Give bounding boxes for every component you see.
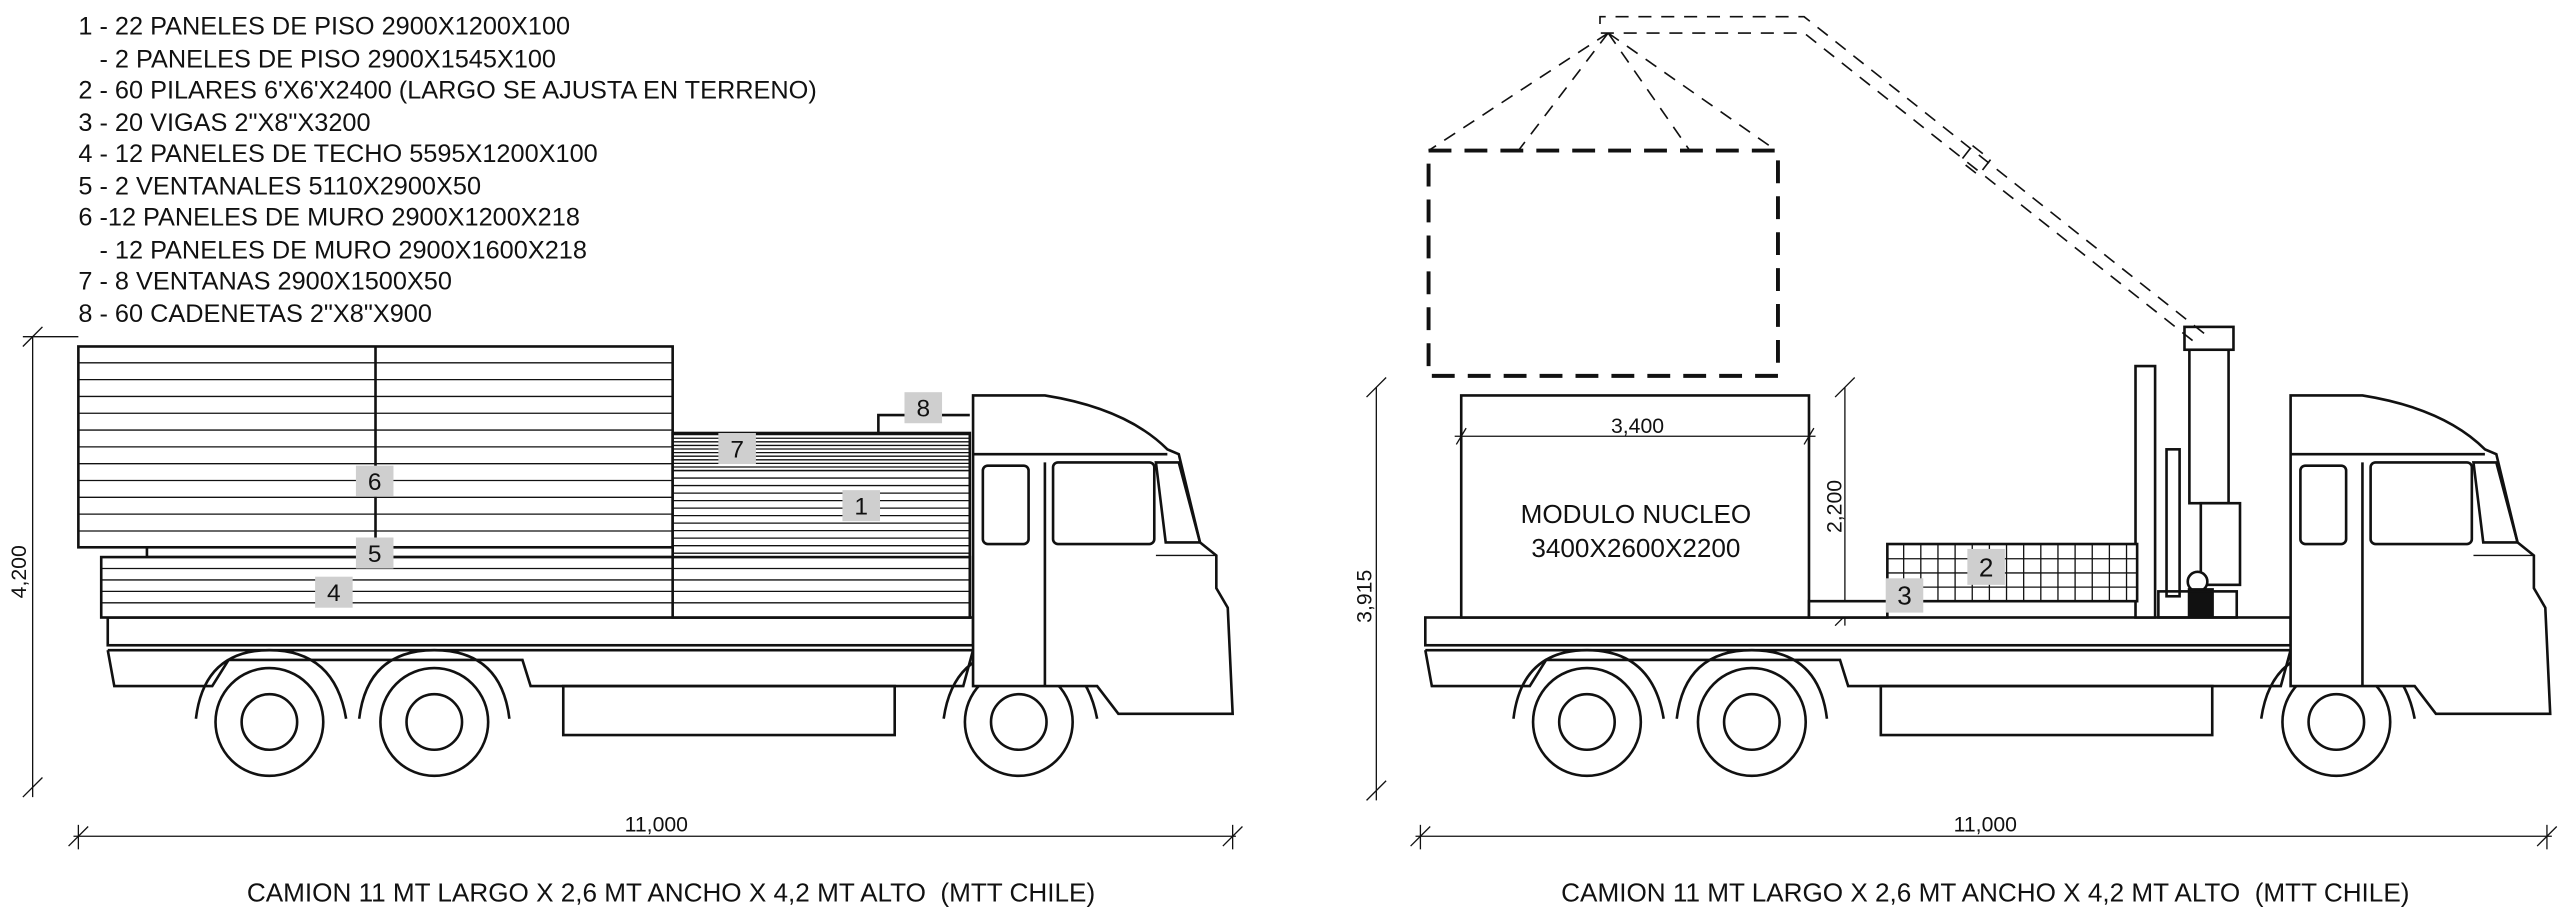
svg-text:11,000: 11,000 [625, 813, 688, 836]
svg-text:2: 2 [1979, 553, 1994, 583]
svg-text:11,000: 11,000 [1954, 813, 2017, 836]
tag-4: 4 [315, 576, 353, 608]
length-dimension: 11,000 [1410, 813, 2558, 850]
modulo-nucleo: MODULO NUCLEO 3400X2600X2200 3,400 2,200 [1454, 377, 1856, 627]
tag-8: 8 [904, 392, 943, 424]
legend-item: 3 - 20 VIGAS 2"X8"X3200 [78, 109, 370, 137]
svg-text:MODULO NUCLEO: MODULO NUCLEO [1521, 499, 1752, 529]
tag-2: 2 [1967, 548, 2005, 585]
vigas [1807, 599, 1889, 619]
pilares-grid [1886, 542, 2139, 603]
wall-panels-stack [77, 345, 674, 549]
tag-6: 6 [355, 465, 394, 497]
legend-item: 4 - 12 PANELES DE TECHO 5595X1200X100 [78, 140, 597, 168]
legend-item: - 12 PANELES DE MURO 2900X1600X218 [78, 236, 587, 264]
crane [1426, 15, 2242, 619]
truck-caption: CAMION 11 MT LARGO X 2,6 MT ANCHO X 4,2 … [1561, 878, 2409, 908]
svg-text:3,915: 3,915 [1353, 570, 1376, 623]
svg-text:3,400: 3,400 [1611, 415, 1664, 438]
tag-5: 5 [355, 537, 394, 569]
ventanales [145, 545, 674, 559]
svg-text:2,200: 2,200 [1824, 480, 1847, 533]
tag-7: 7 [718, 433, 756, 465]
tag-3: 3 [1885, 578, 1924, 613]
height-dimension: 4,200 [8, 326, 79, 798]
svg-text:7: 7 [730, 436, 744, 463]
svg-text:4,200: 4,200 [8, 545, 31, 598]
legend-item: - 2 PANELES DE PISO 2900X1545X100 [78, 45, 556, 73]
roof-panels-stack [99, 555, 972, 619]
material-legend: 1 - 22 PANELES DE PISO 2900X1200X100 - 2… [78, 13, 816, 328]
legend-item: 6 -12 PANELES DE MURO 2900X1200X218 [78, 204, 580, 232]
truck-caption: CAMION 11 MT LARGO X 2,6 MT ANCHO X 4,2 … [247, 878, 1095, 908]
svg-text:3400X2600X2200: 3400X2600X2200 [1531, 533, 1740, 563]
tag-1: 1 [842, 490, 880, 522]
legend-item: 1 - 22 PANELES DE PISO 2900X1200X100 [78, 13, 570, 41]
length-dimension: 11,000 [68, 813, 1243, 850]
height-dimension: 3,915 [1353, 377, 1387, 801]
right-truck: MODULO NUCLEO 3400X2600X2200 3,400 2,200… [1353, 15, 2558, 908]
svg-text:6: 6 [368, 469, 382, 496]
legend-item: 7 - 8 VENTANAS 2900X1500X50 [78, 267, 452, 295]
svg-text:4: 4 [327, 580, 341, 607]
svg-text:3: 3 [1897, 580, 1912, 610]
svg-text:1: 1 [854, 494, 868, 521]
legend-item: 8 - 60 CADENETAS 2"X8"X900 [78, 300, 432, 328]
legend-item: 2 - 60 PILARES 6'X6'X2400 (LARGO SE AJUS… [78, 76, 816, 104]
left-truck: 1 4 5 6 7 8 4,200 11,000 CAMION 11 MT LA… [8, 326, 1243, 908]
svg-text:8: 8 [916, 396, 930, 423]
legend-item: 5 - 2 VENTANALES 5110X2900X50 [78, 173, 481, 201]
svg-text:5: 5 [368, 541, 382, 568]
